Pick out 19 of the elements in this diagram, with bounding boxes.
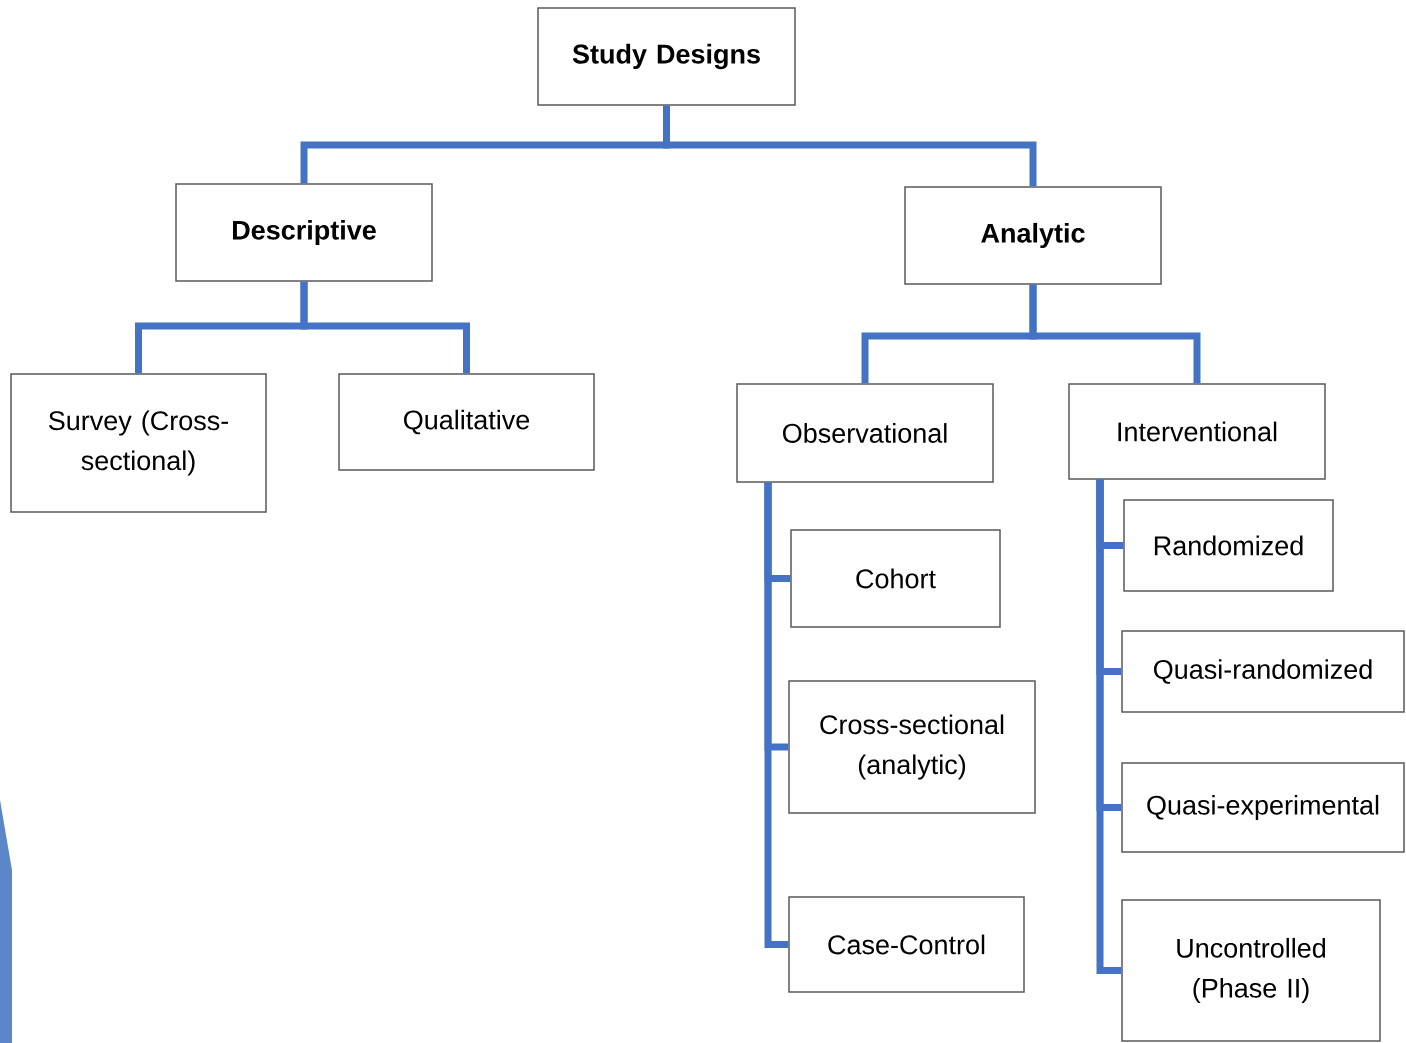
connector [1096,479,1122,974]
design-box: Case-Control [788,896,1025,993]
category-box: Analytic [904,186,1162,285]
connector [663,105,1037,187]
connector [1029,284,1201,384]
design-box: Survey (Cross-sectional) [10,373,267,513]
category-box: Descriptive [175,183,433,282]
connector [300,281,470,374]
design-box: Cohort [790,529,1001,628]
design-box: Uncontrolled (Phase II) [1121,899,1381,1042]
design-box: Observational [736,383,994,483]
design-box: Quasi-experimental [1121,762,1405,853]
design-box: Cross-sectional (analytic) [788,680,1036,814]
design-box: Interventional [1068,383,1326,480]
category-box: Study Designs [537,7,796,106]
connector [764,482,789,948]
design-box: Qualitative [338,373,595,471]
design-box: Randomized [1123,499,1334,592]
design-box: Quasi-randomized [1121,630,1405,713]
